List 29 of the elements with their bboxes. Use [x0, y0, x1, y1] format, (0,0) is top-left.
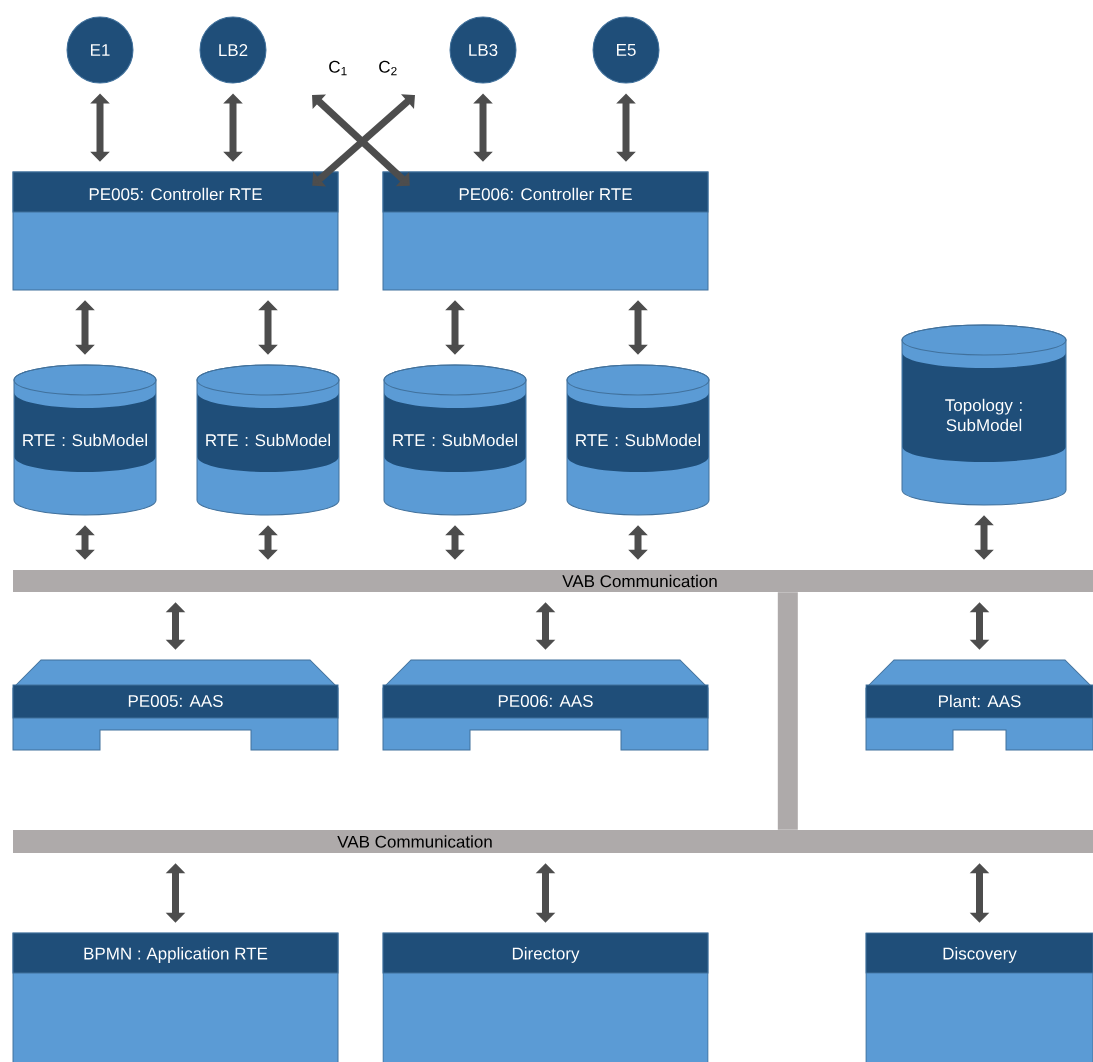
- edge-label: C$_{1}$: [327, 59, 349, 77]
- process-box: PE006: Controller RTE: [382, 171, 709, 291]
- process-box: PE005: Controller RTE: [12, 171, 339, 291]
- arrow: [258, 525, 278, 560]
- communication-bus: VAB Communication: [13, 830, 1093, 853]
- arrow: [628, 300, 648, 355]
- process-box: Directory: [382, 932, 709, 1062]
- database-cylinder: RTE : SubModel: [196, 364, 340, 516]
- database-cylinder: RTE : SubModel: [383, 364, 527, 516]
- database-cylinder: RTE : SubModel: [13, 364, 157, 516]
- arrow: [974, 515, 994, 560]
- arrow: [165, 863, 186, 923]
- process-box: BPMN : Application RTE: [12, 932, 339, 1062]
- database-cylinder: Topology : SubModel: [901, 324, 1067, 506]
- arrow: [445, 300, 465, 355]
- arrow: [445, 525, 465, 560]
- arrow: [535, 863, 556, 923]
- arrow: [75, 525, 95, 560]
- communication-bus: VAB Communication: [13, 570, 1093, 592]
- arrow: [628, 525, 648, 560]
- arrow: [969, 863, 990, 923]
- database-cylinder: RTE : SubModel: [566, 364, 710, 516]
- edge-label: C$_{2}$: [377, 59, 399, 77]
- arrow: [258, 300, 278, 355]
- process-box: Discovery: [865, 932, 1093, 1062]
- arrow: [165, 602, 186, 650]
- arrow: [75, 300, 95, 355]
- arrow: [969, 602, 990, 650]
- arrow: [535, 602, 556, 650]
